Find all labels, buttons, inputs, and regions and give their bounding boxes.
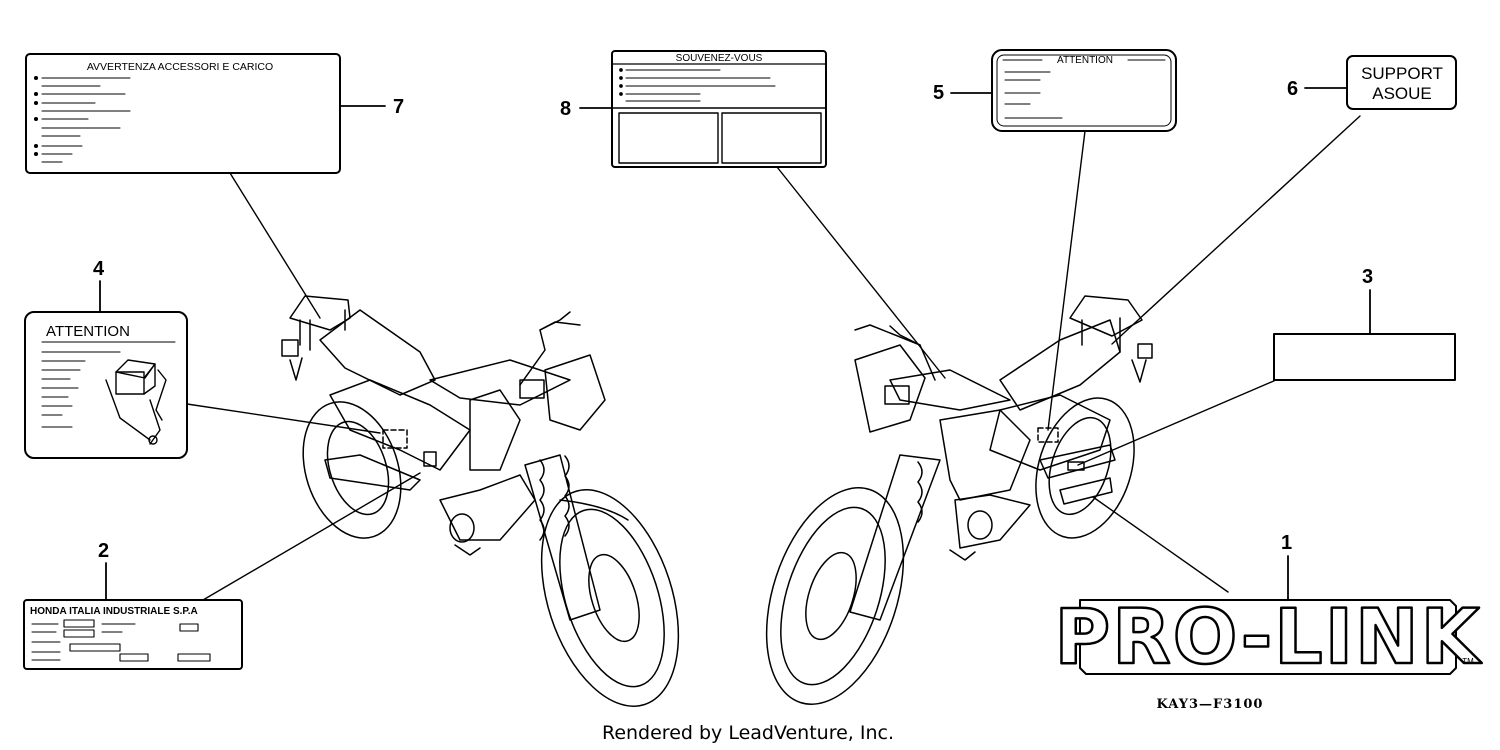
label-5-attention[interactable]: ATTENTION [991,49,1177,132]
label-6-support[interactable]: SUPPORT ASOUE [1346,55,1457,110]
callout-3: 3 [1362,266,1373,288]
support-line1: SUPPORT [1361,64,1443,83]
diagram-code: KAY3—F3100 [1157,697,1264,712]
attention-large-title: ATTENTION [46,323,130,340]
attention-small-title: ATTENTION [1057,55,1113,66]
callout-8: 8 [560,98,571,120]
accessories-warning-title: AVVERTENZA ACCESSORI E CARICO [87,61,273,73]
callout-2: 2 [98,540,109,562]
label-2-honda-plate[interactable]: HONDA ITALIA INDUSTRIALE S.P.A [23,599,243,670]
label-3-blank[interactable] [1273,333,1456,381]
luggage-rack-pictogram [105,359,167,445]
souvenez-vous-title: SOUVENEZ-VOUS [676,53,763,64]
callout-7: 7 [393,96,404,118]
honda-plate-title: HONDA ITALIA INDUSTRIALE S.P.A [30,606,198,617]
label-4-attention[interactable]: ATTENTION [24,311,188,459]
prolink-text: PRO-LINK [1055,592,1483,681]
left-motorcycle [281,295,680,707]
label-8-souvenez-vous[interactable]: SOUVENEZ-VOUS [611,50,827,168]
right-motorcycle [765,295,1153,705]
callout-5: 5 [933,82,944,104]
label-1-prolink-decal[interactable]: PRO-LINK TM [1053,591,1483,683]
credit-text: Rendered by LeadVenture, Inc. [602,722,894,744]
callout-4: 4 [93,258,105,280]
trademark-mark: TM [1462,657,1474,666]
label-7-accessories-warning[interactable]: AVVERTENZA ACCESSORI E CARICO [25,53,341,174]
support-line2: ASOUE [1372,84,1432,103]
callout-6: 6 [1287,78,1298,100]
callout-1: 1 [1281,532,1292,554]
